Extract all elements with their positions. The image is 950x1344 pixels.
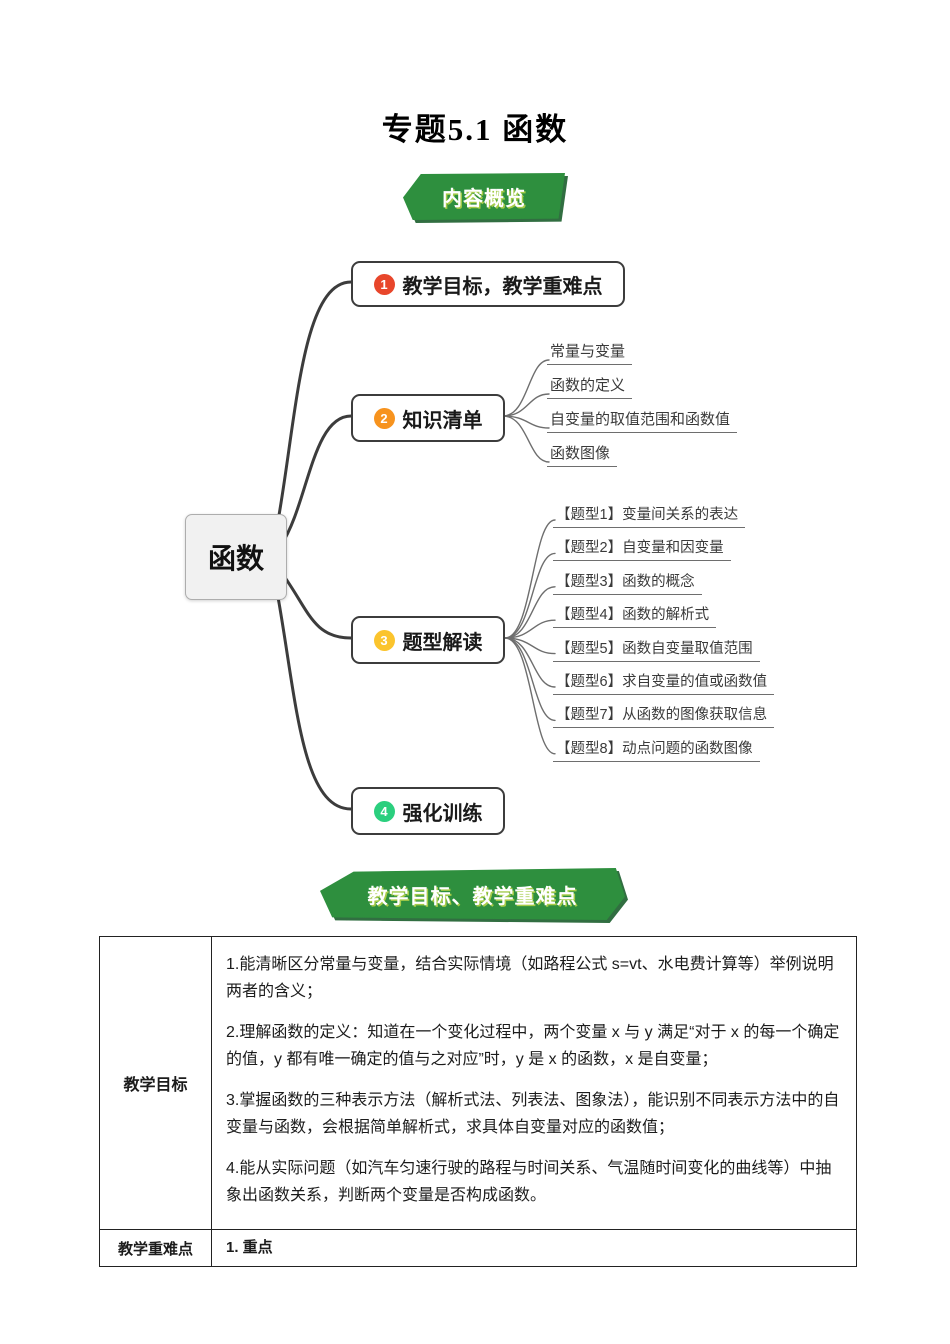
- objectives-table: 教学目标 1.能清晰区分常量与变量，结合实际情境（如路程公式 s=vt、水电费计…: [99, 936, 857, 1267]
- branch-label: 教学目标，教学重难点: [402, 275, 603, 298]
- branch-label: 知识清单: [402, 409, 483, 432]
- branch-node-training: 4 强化训练: [351, 787, 505, 835]
- mindmap-root-node: 函数: [185, 514, 287, 600]
- branch-node-knowledge: 2 知识清单: [351, 394, 505, 442]
- question-type-item: 【题型7】从函数的图像获取信息: [553, 703, 775, 729]
- key-point-text: 1. 重点: [226, 1239, 273, 1256]
- overview-banner-shape: 内容概览: [403, 173, 565, 220]
- objective-paragraph: 4.能从实际问题（如汽车匀速行驶的路程与时间关系、气温随时间变化的曲线等）中抽象…: [226, 1160, 832, 1204]
- question-type-item: 【题型1】变量间关系的表达: [553, 503, 746, 528]
- objectives-banner-label: 教学目标、教学重难点: [367, 885, 578, 908]
- objectives-banner: 教学目标、教学重难点: [320, 868, 625, 920]
- branch-number-badge: 4: [373, 800, 395, 822]
- branch-number-badge: 2: [373, 407, 395, 429]
- key-points-cell: 1. 重点: [211, 1229, 857, 1267]
- branch-node-question-types: 3 题型解读: [351, 616, 505, 664]
- overview-banner-label: 内容概览: [442, 188, 526, 210]
- knowledge-item: 函数的定义: [547, 374, 633, 399]
- knowledge-item: 常量与变量: [547, 340, 633, 365]
- branch-number-badge: 1: [373, 273, 395, 295]
- branch-number-badge: 3: [373, 629, 395, 651]
- question-type-item: 【题型6】求自变量的值或函数值: [553, 670, 775, 695]
- table-row-objectives: 教学目标 1.能清晰区分常量与变量，结合实际情境（如路程公式 s=vt、水电费计…: [99, 936, 857, 1230]
- knowledge-item: 自变量的取值范围和函数值: [547, 408, 738, 433]
- branch-node-objectives: 1 教学目标，教学重难点: [351, 261, 625, 307]
- branch-label: 题型解读: [402, 631, 483, 654]
- page-title: 专题5.1 函数: [381, 112, 569, 147]
- row-header-objectives: 教学目标: [99, 936, 212, 1230]
- question-type-item: 【题型8】动点问题的函数图像: [553, 737, 760, 762]
- branch-label: 强化训练: [402, 802, 483, 825]
- objective-paragraph: 2.理解函数的定义：知道在一个变化过程中，两个变量 x 与 y 满足“对于 x …: [226, 1024, 840, 1068]
- question-type-item: 【题型2】自变量和因变量: [553, 536, 731, 562]
- question-type-item: 【题型4】函数的解析式: [553, 603, 717, 629]
- objectives-banner-shape: 教学目标、教学重难点: [320, 868, 625, 920]
- overview-banner: 内容概览: [403, 173, 565, 220]
- question-type-item: 【题型3】函数的概念: [553, 570, 702, 595]
- objectives-cell: 1.能清晰区分常量与变量，结合实际情境（如路程公式 s=vt、水电费计算等）举例…: [211, 936, 857, 1230]
- objective-paragraph: 3.掌握函数的三种表示方法（解析式法、列表法、图象法），能识别不同表示方法中的自…: [226, 1092, 840, 1136]
- row-header-key-points: 教学重难点: [99, 1229, 212, 1267]
- table-row-key-points: 教学重难点 1. 重点: [99, 1229, 857, 1267]
- knowledge-item: 函数图像: [547, 442, 618, 467]
- question-type-item: 【题型5】函数自变量取值范围: [553, 637, 760, 662]
- objective-paragraph: 1.能清晰区分常量与变量，结合实际情境（如路程公式 s=vt、水电费计算等）举例…: [226, 956, 834, 1000]
